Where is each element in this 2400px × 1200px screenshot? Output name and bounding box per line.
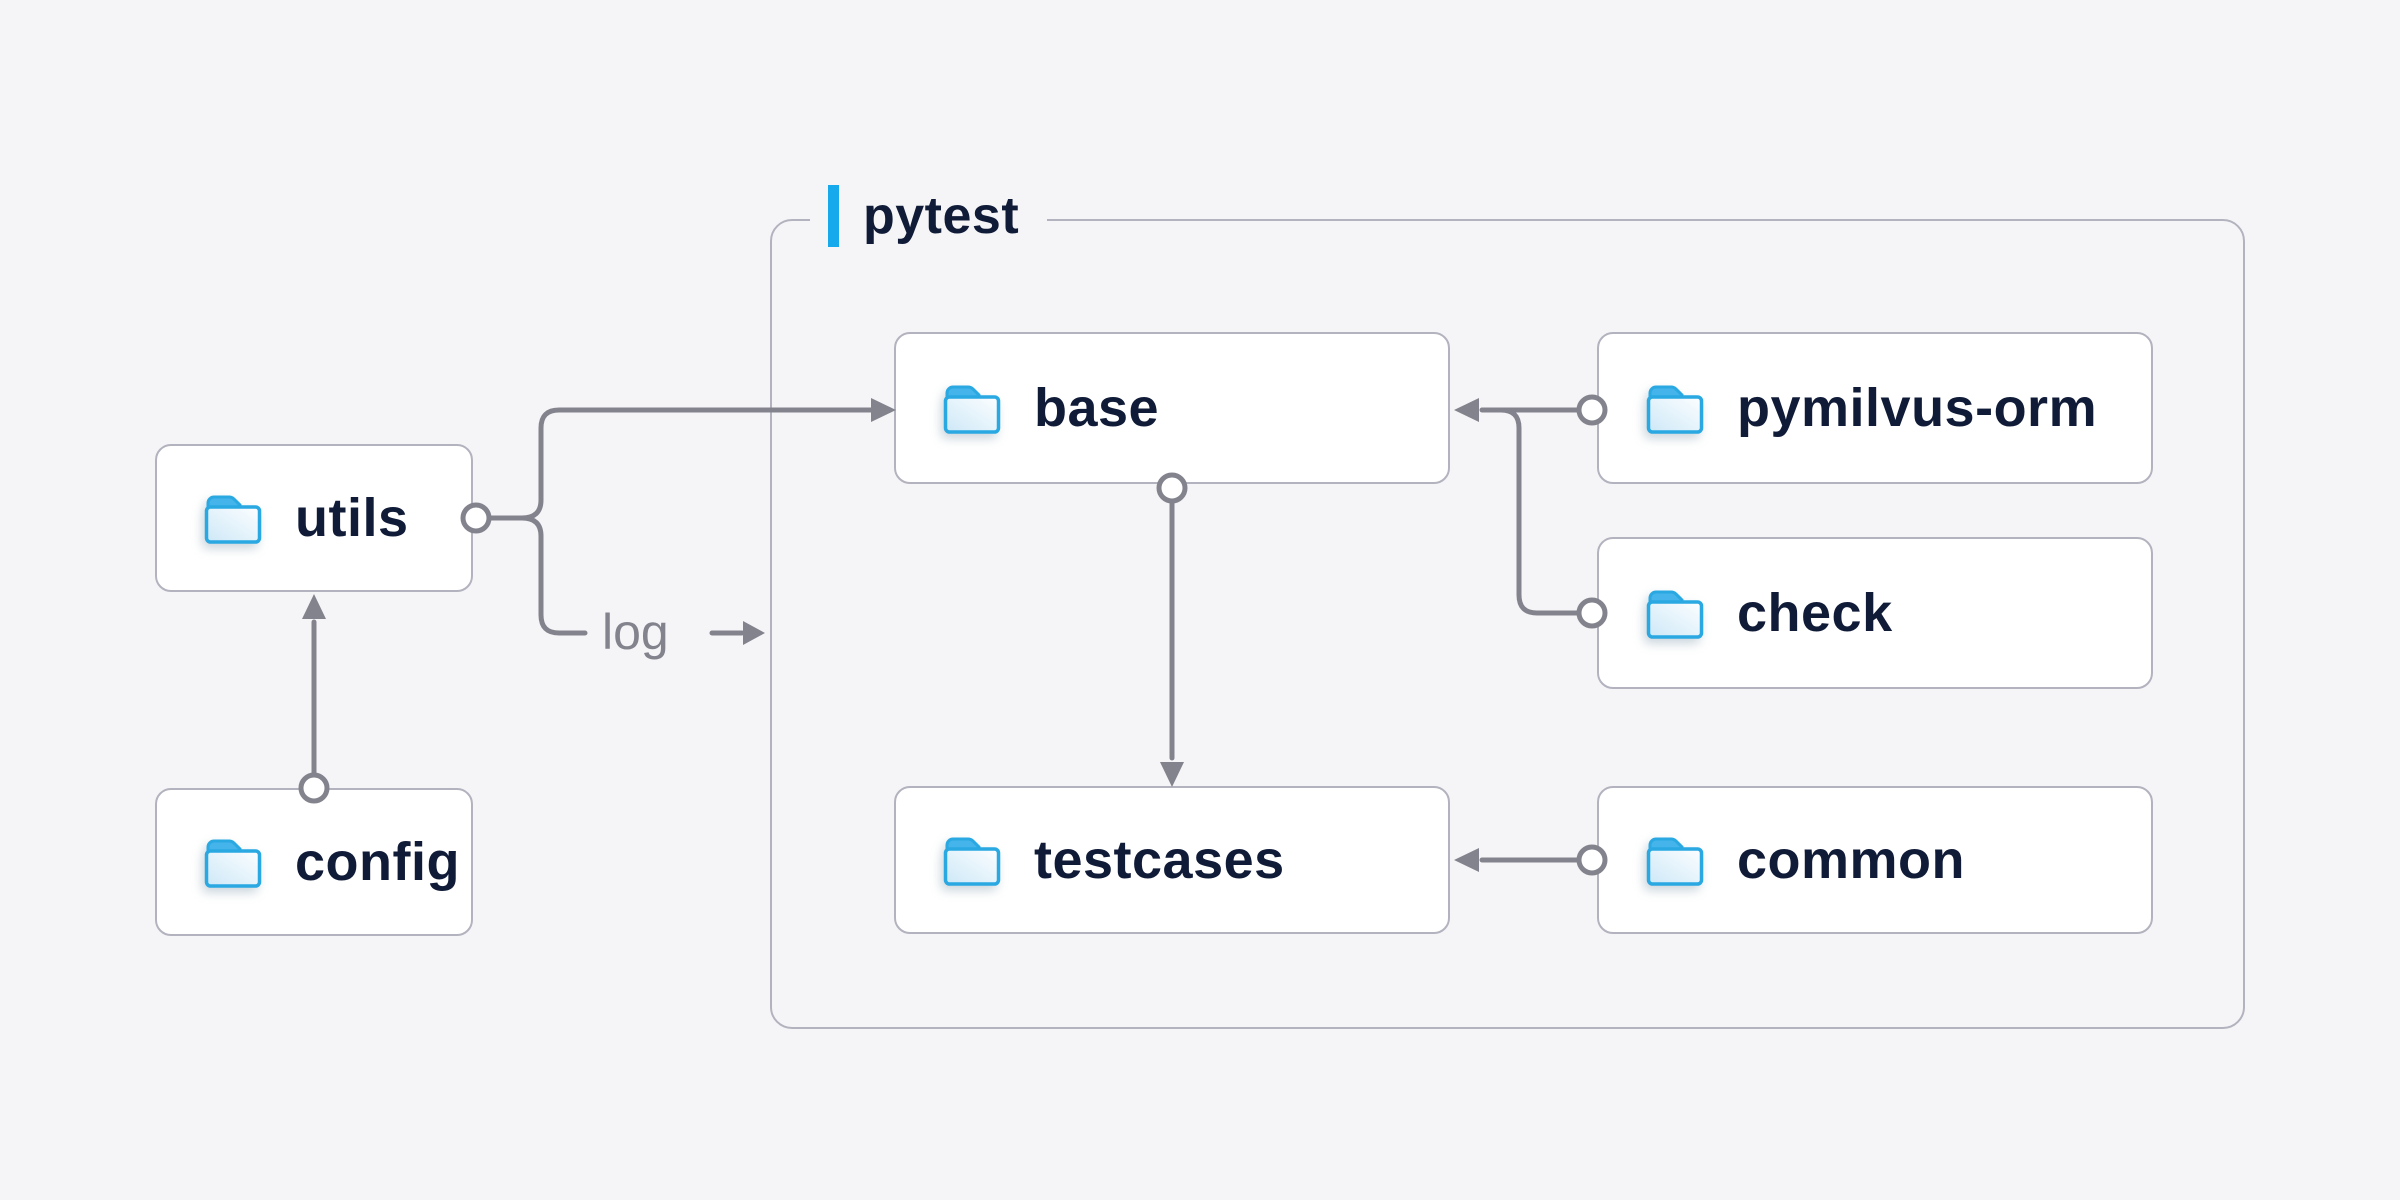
folder-icon [943, 385, 1001, 434]
node-base: base [894, 332, 1450, 484]
node-pymilvus-orm: pymilvus-orm [1597, 332, 2153, 484]
node-testcases: testcases [894, 786, 1450, 934]
edge-utils-log [519, 515, 588, 636]
pytest-group-title: pytest [863, 187, 1020, 245]
pytest-group [770, 219, 2245, 1029]
node-label: config [295, 832, 460, 892]
node-label: utils [295, 488, 409, 548]
log-edge-label: log [602, 604, 669, 660]
folder-icon [204, 495, 262, 544]
node-utils: utils [155, 444, 473, 592]
node-config: config [155, 788, 473, 936]
folder-icon [1646, 590, 1704, 639]
folder-icon [1646, 837, 1704, 886]
node-common: common [1597, 786, 2153, 934]
arrowhead-log [743, 621, 765, 645]
node-label: check [1737, 583, 1893, 643]
folder-icon [943, 837, 1001, 886]
pytest-group-label: pytest [810, 184, 1048, 248]
node-label: base [1034, 378, 1160, 438]
node-label: testcases [1034, 830, 1285, 890]
arrowhead-into-utils [302, 594, 326, 619]
folder-icon [1646, 385, 1704, 434]
folder-icon [204, 839, 262, 888]
node-label: common [1737, 830, 1966, 890]
node-check: check [1597, 537, 2153, 689]
node-label: pymilvus-orm [1737, 378, 2098, 438]
accent-bar [828, 185, 839, 247]
